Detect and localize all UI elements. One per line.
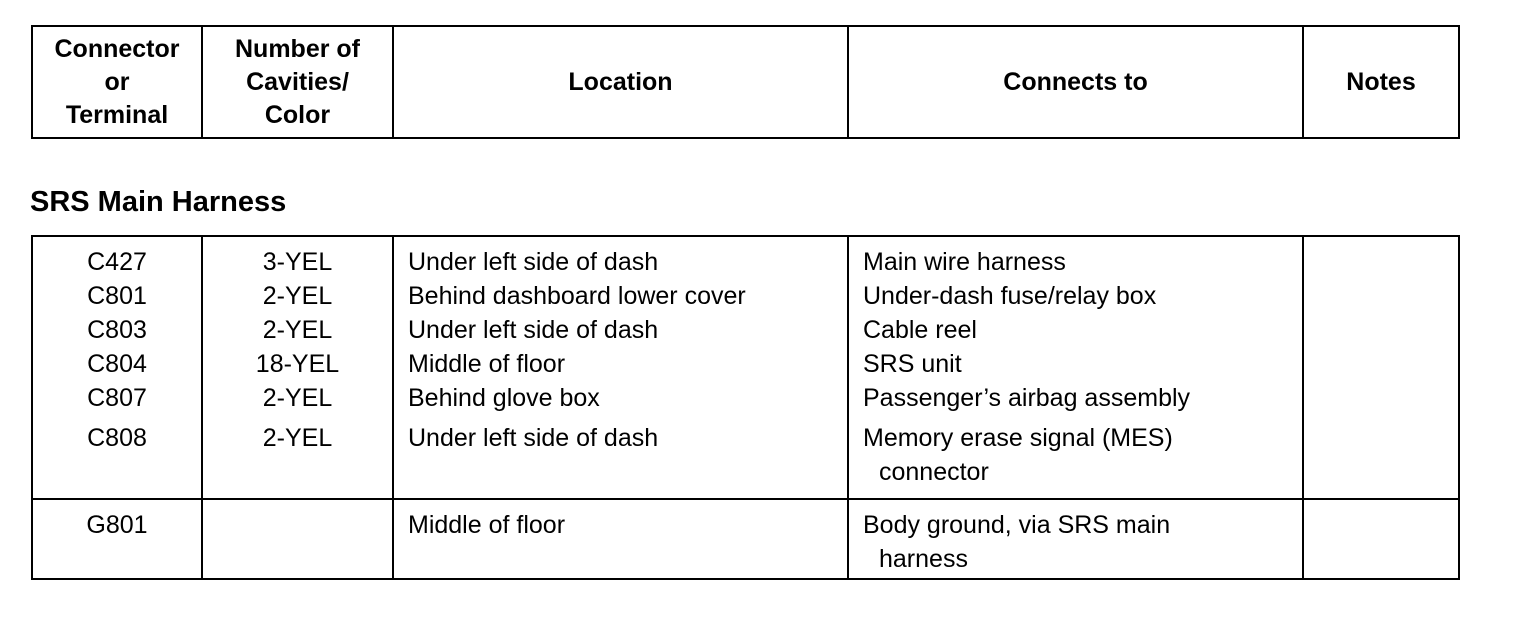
header-location: Location — [392, 25, 849, 139]
connects-to-cell: Main wire harness Under-dash fuse/relay … — [847, 236, 1304, 500]
connector-cell: C427 C801 C803 C804 C807 C808 — [31, 236, 203, 500]
column-header-table: Connector or Terminal Number of Cavities… — [31, 25, 1460, 139]
notes-cell — [1302, 236, 1460, 500]
header-cavities: Number of Cavities/ Color — [201, 25, 394, 139]
section-title: SRS Main Harness — [30, 186, 287, 218]
cavities-cell — [201, 499, 394, 580]
table-row: G801 Middle of floor Body ground, via SR… — [31, 499, 1460, 580]
connector-cell: G801 — [31, 499, 203, 580]
table-row: C427 C801 C803 C804 C807 C808 3-YEL 2-YE… — [31, 236, 1460, 500]
header-row: Connector or Terminal Number of Cavities… — [31, 25, 1460, 139]
header-connects-to: Connects to — [847, 25, 1304, 139]
cavities-cell: 3-YEL 2-YEL 2-YEL 18-YEL 2-YEL 2-YEL — [201, 236, 394, 500]
location-cell: Under left side of dash Behind dashboard… — [392, 236, 849, 500]
header-connector: Connector or Terminal — [31, 25, 203, 139]
header-notes: Notes — [1302, 25, 1460, 139]
notes-cell — [1302, 499, 1460, 580]
connects-to-cell: Body ground, via SRS main harness — [847, 499, 1304, 580]
location-cell: Middle of floor — [392, 499, 849, 580]
srs-main-harness-table: C427 C801 C803 C804 C807 C808 3-YEL 2-YE… — [31, 235, 1460, 580]
